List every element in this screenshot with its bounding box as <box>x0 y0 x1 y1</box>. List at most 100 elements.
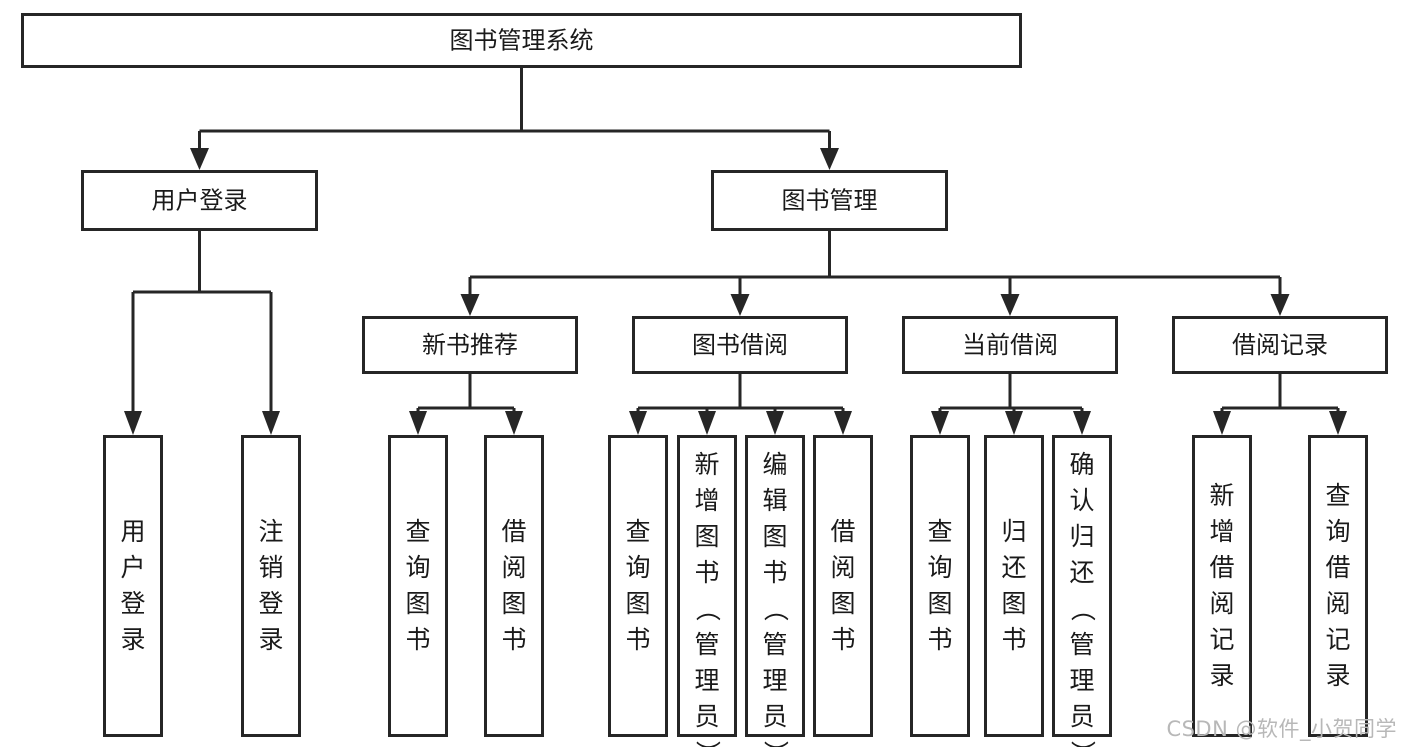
connector-borrowrecord-to-leaves <box>1220 374 1340 416</box>
node-new-book-recommend[interactable]: 新书推荐 <box>362 316 578 374</box>
svg-text:录: 录 <box>258 625 283 654</box>
node-book-manage[interactable]: 图书管理 <box>711 170 948 231</box>
svg-text:书: 书 <box>1001 625 1026 654</box>
arrow-to-leaf-query-book-3 <box>931 411 949 435</box>
node-box-leaf-user-logout[interactable] <box>241 435 301 737</box>
arrow-to-book-manage <box>820 148 839 170</box>
svg-text:还: 还 <box>1001 553 1026 582</box>
svg-text:录: 录 <box>1325 661 1350 690</box>
svg-text:图: 图 <box>762 522 787 551</box>
connector-userlogin-to-leaves <box>131 231 273 416</box>
node-box-leaf-query-book-3[interactable] <box>910 435 970 737</box>
node-label-user-login: 用户登录 <box>152 187 248 215</box>
node-user-login[interactable]: 用户登录 <box>81 170 318 231</box>
svg-text:归: 归 <box>1069 522 1094 551</box>
arrow-to-leaf-query-book-2 <box>629 411 647 435</box>
svg-text:增: 增 <box>1209 517 1234 546</box>
node-box-leaf-borrow-book-2[interactable] <box>813 435 873 737</box>
svg-text:书: 书 <box>694 558 719 587</box>
svg-text:确: 确 <box>1069 450 1094 479</box>
svg-text:图: 图 <box>1001 589 1026 618</box>
node-current-borrow[interactable]: 当前借阅 <box>902 316 1118 374</box>
node-root[interactable]: 图书管理系统 <box>21 13 1022 68</box>
svg-text:阅: 阅 <box>830 553 855 582</box>
node-box-new-book-recommend[interactable] <box>362 316 578 374</box>
node-label-book-manage: 图书管理 <box>782 187 878 215</box>
node-box-current-borrow[interactable] <box>902 316 1118 374</box>
node-leaf-user-login[interactable]: 用户登录 <box>103 435 163 737</box>
arrow-to-leaf-user-logout <box>262 411 280 435</box>
node-box-leaf-return-book[interactable] <box>984 435 1044 737</box>
node-box-leaf-query-record[interactable] <box>1308 435 1368 737</box>
node-box-leaf-edit-book[interactable] <box>745 435 805 737</box>
svg-text:编: 编 <box>762 450 787 479</box>
svg-text:用: 用 <box>120 517 145 546</box>
node-box-leaf-add-book[interactable] <box>677 435 737 737</box>
svg-text:书: 书 <box>762 558 787 587</box>
svg-text:归: 归 <box>1001 517 1026 546</box>
node-label-borrow-record: 借阅记录 <box>1232 331 1328 359</box>
node-box-leaf-query-book-2[interactable] <box>608 435 668 737</box>
node-layer: 图书管理系统用户登录图书管理新书推荐图书借阅当前借阅借阅记录用户登录注销登录查询… <box>21 13 1388 747</box>
arrow-to-borrow-record <box>1270 294 1290 316</box>
arrow-to-leaf-return-book <box>1005 411 1023 435</box>
node-box-leaf-borrow-book-1[interactable] <box>484 435 544 737</box>
connector-layer <box>131 68 1340 416</box>
svg-text:理: 理 <box>1069 666 1094 695</box>
node-box-book-borrow[interactable] <box>632 316 848 374</box>
node-box-borrow-record[interactable] <box>1172 316 1388 374</box>
svg-text:询: 询 <box>1325 517 1350 546</box>
svg-text:）: ） <box>693 740 722 747</box>
node-label-book-borrow: 图书借阅 <box>692 331 788 359</box>
node-label-leaf-user-login: 用户登录 <box>120 517 145 654</box>
svg-text:记: 记 <box>1209 625 1234 654</box>
svg-text:书: 书 <box>405 625 430 654</box>
svg-text:登: 登 <box>258 589 283 618</box>
node-box-leaf-query-book-1[interactable] <box>388 435 448 737</box>
svg-text:图: 图 <box>694 522 719 551</box>
node-book-borrow[interactable]: 图书借阅 <box>632 316 848 374</box>
svg-text:查: 查 <box>1325 481 1350 510</box>
node-box-user-login[interactable] <box>81 170 318 231</box>
svg-text:管: 管 <box>1069 630 1094 659</box>
node-box-leaf-user-login[interactable] <box>103 435 163 737</box>
svg-text:询: 询 <box>405 553 430 582</box>
arrow-to-current-borrow <box>1000 294 1020 316</box>
node-label-new-book-recommend: 新书推荐 <box>422 331 518 359</box>
svg-text:员: 员 <box>762 702 787 731</box>
node-borrow-record[interactable]: 借阅记录 <box>1172 316 1388 374</box>
svg-text:登: 登 <box>120 589 145 618</box>
svg-text:增: 增 <box>694 486 719 515</box>
node-box-leaf-confirm-return[interactable] <box>1052 435 1112 737</box>
arrow-to-leaf-user-login <box>124 411 142 435</box>
svg-text:认: 认 <box>1069 486 1094 515</box>
svg-text:录: 录 <box>1209 661 1234 690</box>
connector-currentborrow-to-leaves <box>938 374 1084 416</box>
svg-text:员: 员 <box>694 702 719 731</box>
node-box-root[interactable] <box>21 13 1022 68</box>
node-box-leaf-add-record[interactable] <box>1192 435 1252 737</box>
node-box-book-manage[interactable] <box>711 170 948 231</box>
